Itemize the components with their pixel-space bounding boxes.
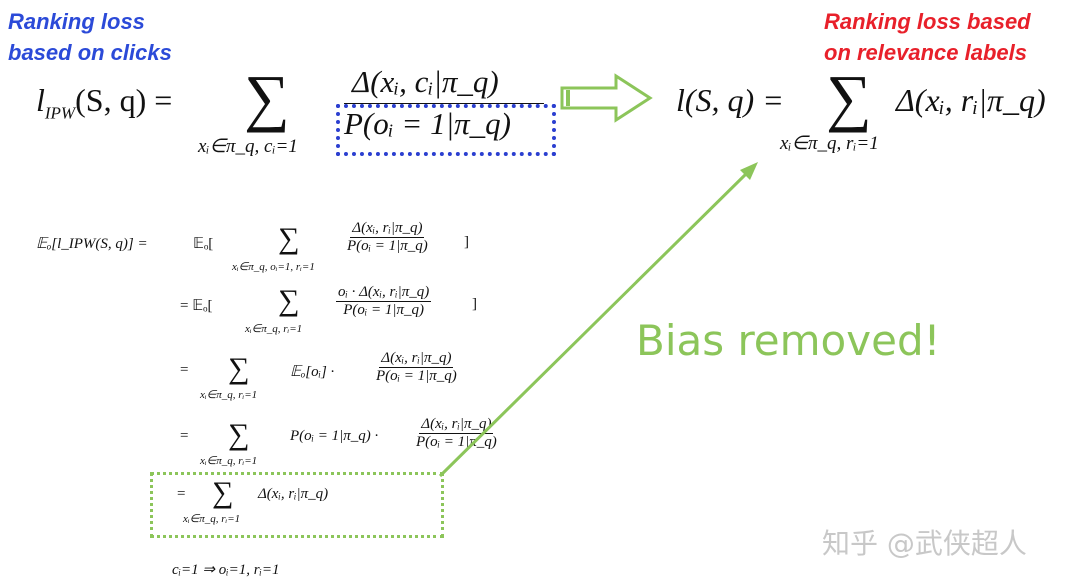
sum-subscript: xᵢ∈π_q, rᵢ=1 [200, 389, 258, 401]
sum-subscript: xᵢ∈π_q, rᵢ=1 [245, 323, 303, 335]
sum-symbol: ∑ [228, 418, 250, 451]
title-line: on relevance labels [824, 40, 1027, 65]
numerator: Δ(xᵢ, rᵢ|π_q) [419, 416, 494, 434]
implies-arrow-icon [560, 73, 653, 123]
title-line: Ranking loss based [824, 9, 1031, 34]
sum-subscript: xᵢ∈π_q, oᵢ=1, rᵢ=1 [232, 261, 315, 273]
propensity-factor: P(oᵢ = 1|π_q) · [290, 428, 379, 444]
equals: = [177, 486, 186, 502]
lhs: l(S, q) = [676, 82, 784, 118]
watermark: 知乎 @武侠超人 [822, 527, 1027, 560]
sum-subscript: xᵢ∈π_q, rᵢ=1 [200, 455, 258, 467]
bias-removed-callout: Bias removed! [636, 316, 941, 365]
loss-term: Δ(xᵢ, rᵢ|π_q) [896, 82, 1046, 118]
sum-symbol: ∑ [228, 352, 250, 385]
line1-prefix: 𝔼ₒ[ [193, 236, 214, 252]
sum-subscript: xᵢ∈π_q, rᵢ=1 [780, 133, 879, 154]
denominator: P(oᵢ = 1|π_q) [376, 368, 457, 384]
expected-observation: 𝔼ₒ[oᵢ] · [290, 364, 335, 380]
fraction: Δ(xᵢ, rᵢ|π_q)P(oᵢ = 1|π_q) [374, 350, 459, 385]
fraction: Δ(xᵢ, rᵢ|π_q)P(oᵢ = 1|π_q) [345, 220, 430, 255]
sum-subscript: xᵢ∈π_q, rᵢ=1 [183, 513, 241, 525]
equals: = [180, 362, 189, 378]
result-highlight-box [150, 472, 444, 538]
equals: = [180, 428, 189, 444]
ipw-lhs: lIPW(S, q) = [36, 82, 172, 123]
title-line: based on clicks [8, 40, 172, 65]
lhs-symbol: l [36, 82, 45, 118]
bracket: ] [472, 296, 477, 312]
loss-term: Δ(xᵢ, rᵢ|π_q) [258, 486, 329, 502]
denominator: P(oᵢ = 1|π_q) [344, 106, 511, 141]
expectation-lhs: 𝔼ₒ[l_IPW(S, q)] = [36, 236, 148, 252]
denominator: P(oᵢ = 1|π_q) [343, 302, 425, 318]
fraction: oᵢ · Δ(xᵢ, rᵢ|π_q)P(oᵢ = 1|π_q) [336, 284, 432, 319]
sum-symbol: ∑ [278, 222, 300, 255]
numerator: Δ(xᵢ, cᵢ|π_q) [352, 64, 499, 99]
title-line: Ranking loss [8, 9, 145, 34]
fraction-bar [344, 103, 544, 104]
propensity-highlight-box [336, 104, 556, 156]
lhs-subscript: IPW [44, 103, 76, 123]
click-condition: cᵢ=1 ⇒ oᵢ=1, rᵢ=1 [172, 562, 280, 578]
lhs-rest: (S, q) = [75, 82, 173, 118]
line2-prefix: = 𝔼ₒ[ [180, 298, 213, 314]
numerator: oᵢ · Δ(xᵢ, rᵢ|π_q) [336, 284, 432, 302]
numerator: Δ(xᵢ, rᵢ|π_q) [350, 220, 425, 238]
denominator: P(oᵢ = 1|π_q) [347, 238, 428, 254]
bracket: ] [464, 234, 469, 250]
sum-subscript: xᵢ∈π_q, cᵢ=1 [198, 136, 298, 157]
sum-symbol: ∑ [278, 284, 300, 317]
sum-symbol: ∑ [212, 476, 234, 509]
clicks-loss-title: Ranking loss based on clicks [8, 6, 172, 68]
sum-symbol: ∑ [826, 62, 872, 133]
sum-symbol: ∑ [244, 62, 290, 133]
relevance-loss-title: Ranking loss based on relevance labels [824, 6, 1031, 68]
numerator: Δ(xᵢ, rᵢ|π_q) [379, 350, 454, 368]
